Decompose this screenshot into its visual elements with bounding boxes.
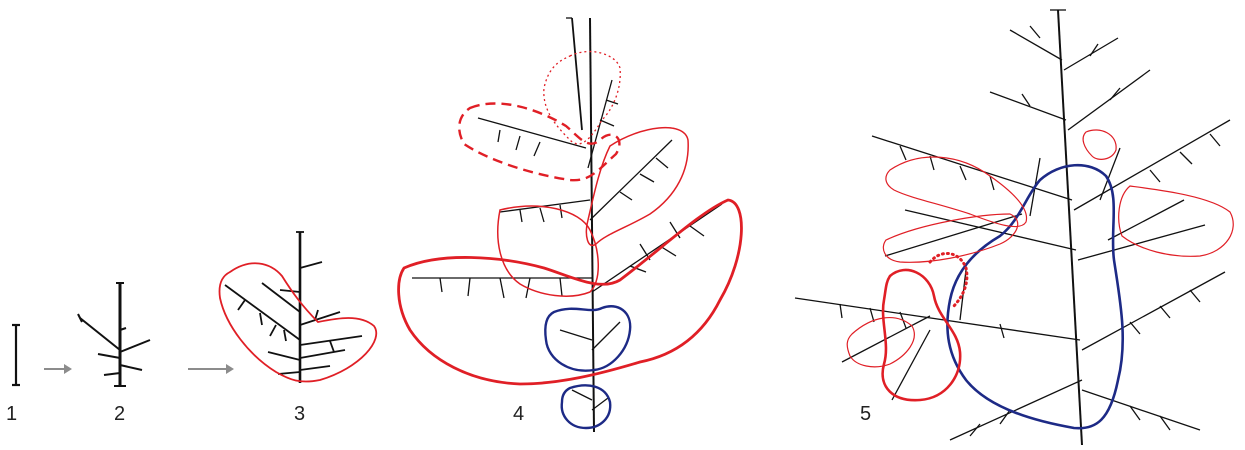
stage-3-red-outline [219,263,376,381]
stage-4-blue-outline-bottom [562,385,610,428]
stage-4-red-outline-lower [399,200,742,384]
stage-label-4: 4 [513,404,524,424]
stage-label-3: 3 [294,404,305,424]
stage-1-figure [12,325,20,385]
stage-4-red-dashed-outline [459,103,619,180]
stage-4-red-dotted-outline [544,52,620,144]
stage-label-2: 2 [114,404,125,424]
stage-5-blue-outline [947,165,1122,428]
right-arrow-icon [188,364,234,374]
stage-label-5: 5 [860,404,871,424]
stage-5-figure [795,10,1230,445]
stage-5-red-outline-topright [1083,130,1116,159]
right-arrow-icon [44,364,72,374]
stage-2-figure [78,283,150,386]
stage-5-red-outline-topleft [886,157,1027,227]
stage-4-red-outline-middle [498,206,598,296]
stage-3-figure [225,232,362,383]
stage-label-1: 1 [6,404,17,424]
stage-5-red-outline-right [1119,186,1234,256]
